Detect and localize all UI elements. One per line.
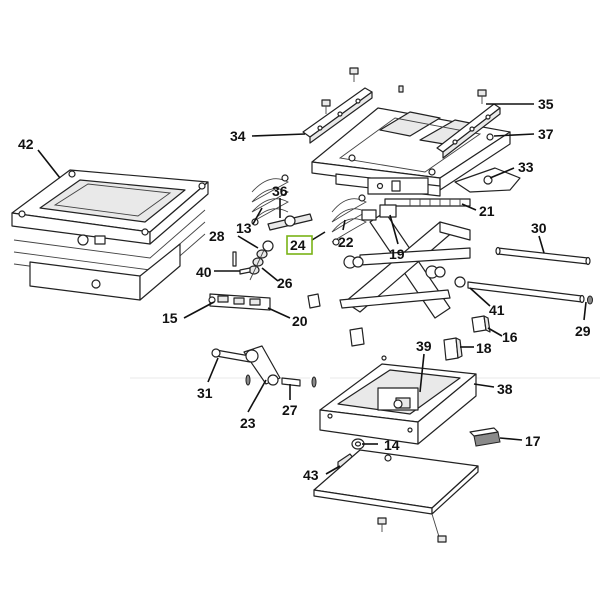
callout-19: 19 <box>389 246 405 262</box>
callout-31: 31 <box>197 385 213 401</box>
callout-14: 14 <box>384 437 400 453</box>
part-34-slide-rail-left <box>302 87 373 144</box>
part-38-base-frame <box>319 355 477 445</box>
callout-26: 26 <box>277 275 293 291</box>
callout-18: 18 <box>476 340 492 356</box>
part-35-slide-rail-right <box>436 103 501 159</box>
callout-43: 43 <box>303 467 319 483</box>
bottom-plate <box>313 449 479 543</box>
part-22-spring <box>331 194 367 246</box>
callout-34: 34 <box>230 128 246 144</box>
callout-28: 28 <box>209 228 225 244</box>
callout-37: 37 <box>538 126 554 142</box>
part-31-23-arm-assembly <box>211 345 281 386</box>
callout-22: 22 <box>338 234 354 250</box>
callout-29: 29 <box>575 323 591 339</box>
callout-labels: 42 34 35 37 33 36 13 21 22 24 19 28 30 4… <box>18 96 591 483</box>
callout-33: 33 <box>518 159 534 175</box>
callout-27: 27 <box>282 402 298 418</box>
callout-21: 21 <box>479 203 495 219</box>
top-screws <box>321 67 487 114</box>
callout-35: 35 <box>538 96 554 112</box>
callout-40: 40 <box>196 264 212 280</box>
callout-38: 38 <box>497 381 513 397</box>
part-33-bracket <box>454 167 521 193</box>
highlight-box-24 <box>286 235 313 255</box>
part-21-threaded-rod <box>384 198 471 207</box>
part-37-top-plate <box>311 107 511 197</box>
callout-30: 30 <box>531 220 547 236</box>
part-19-scissor-frame <box>339 204 471 319</box>
callout-41: 41 <box>489 302 505 318</box>
callout-39: 39 <box>416 338 432 354</box>
part-17-block <box>469 427 501 447</box>
part-30-rod <box>495 246 591 266</box>
callout-13: 13 <box>236 220 252 236</box>
callout-15: 15 <box>162 310 178 326</box>
leader-lines <box>37 103 587 475</box>
callout-36: 36 <box>272 183 288 199</box>
part-27-pin <box>281 376 317 388</box>
callout-23: 23 <box>240 415 256 431</box>
callout-20: 20 <box>292 313 308 329</box>
part-18-bushing <box>443 337 463 361</box>
part-16-bushing <box>471 315 491 333</box>
callout-42: 42 <box>18 136 34 152</box>
callout-17: 17 <box>525 433 541 449</box>
part-15-20-bar-assembly <box>208 293 271 311</box>
part-41-rod <box>467 281 593 305</box>
part-42-bellows-housing <box>11 169 209 301</box>
callout-24: 24 <box>290 237 306 253</box>
part-28-26-40-shaft-assembly <box>232 240 274 281</box>
callout-16: 16 <box>502 329 518 345</box>
part-36-lever <box>267 213 313 231</box>
part-16-18-block-left <box>307 293 365 347</box>
